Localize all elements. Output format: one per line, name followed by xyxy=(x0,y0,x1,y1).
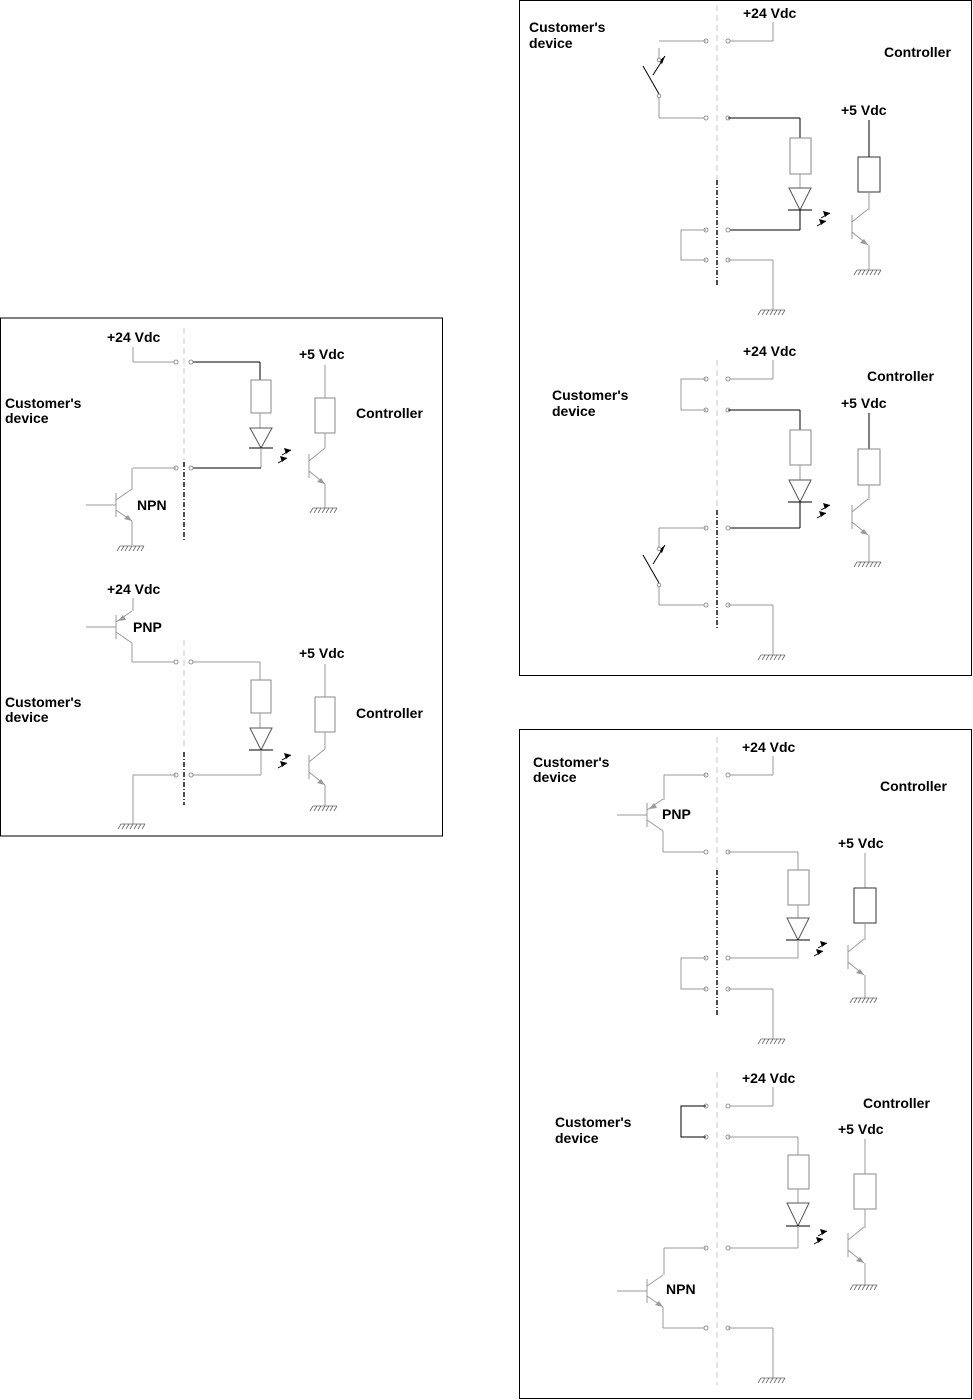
supply-5-label: +5 Vdc xyxy=(299,645,345,661)
supply-24-label: +24 Vdc xyxy=(743,5,797,21)
customer-device-label-2: device xyxy=(529,35,573,51)
supply-24-label: +24 Vdc xyxy=(742,1070,796,1086)
supply-24-label: +24 Vdc xyxy=(742,739,796,755)
supply-24-label: +24 Vdc xyxy=(107,329,161,345)
controller-label: Controller xyxy=(863,1095,930,1111)
right-top-panel: Customer's device +24 Vdc Controller +5 … xyxy=(519,0,972,676)
supply-5-label: +5 Vdc xyxy=(841,395,887,411)
customer-device-label-2: device xyxy=(5,410,49,426)
npn-label: NPN xyxy=(137,497,167,513)
customer-device-label: Customer's xyxy=(5,694,82,710)
pnp-label: PNP xyxy=(133,619,162,635)
customer-device-label-2: device xyxy=(555,1130,599,1146)
customer-device-label: Customer's xyxy=(529,19,606,35)
controller-label: Controller xyxy=(884,44,951,60)
controller-label: Controller xyxy=(356,705,423,721)
left-panel: +24 Vdc Customer's device NPN +5 Vdc Con… xyxy=(0,317,443,837)
supply-5-label: +5 Vdc xyxy=(841,102,887,118)
controller-label: Controller xyxy=(356,405,423,421)
customer-device-label: Customer's xyxy=(555,1114,632,1130)
npn-label: NPN xyxy=(666,1281,696,1297)
customer-device-label: Customer's xyxy=(533,754,610,770)
customer-device-label: Customer's xyxy=(5,395,82,411)
controller-label: Controller xyxy=(867,368,934,384)
supply-5-label: +5 Vdc xyxy=(838,835,884,851)
supply-24-label: +24 Vdc xyxy=(743,343,797,359)
customer-device-label-2: device xyxy=(533,769,577,785)
supply-5-label: +5 Vdc xyxy=(838,1121,884,1137)
right-bottom-panel: Customer's device +24 Vdc Controller PNP… xyxy=(519,729,972,1399)
customer-device-label: Customer's xyxy=(552,387,629,403)
customer-device-label-2: device xyxy=(552,403,596,419)
customer-device-label-2: device xyxy=(5,709,49,725)
controller-label: Controller xyxy=(880,778,947,794)
pnp-label: PNP xyxy=(662,806,691,822)
supply-24-label: +24 Vdc xyxy=(107,581,161,597)
supply-5-label: +5 Vdc xyxy=(299,346,345,362)
